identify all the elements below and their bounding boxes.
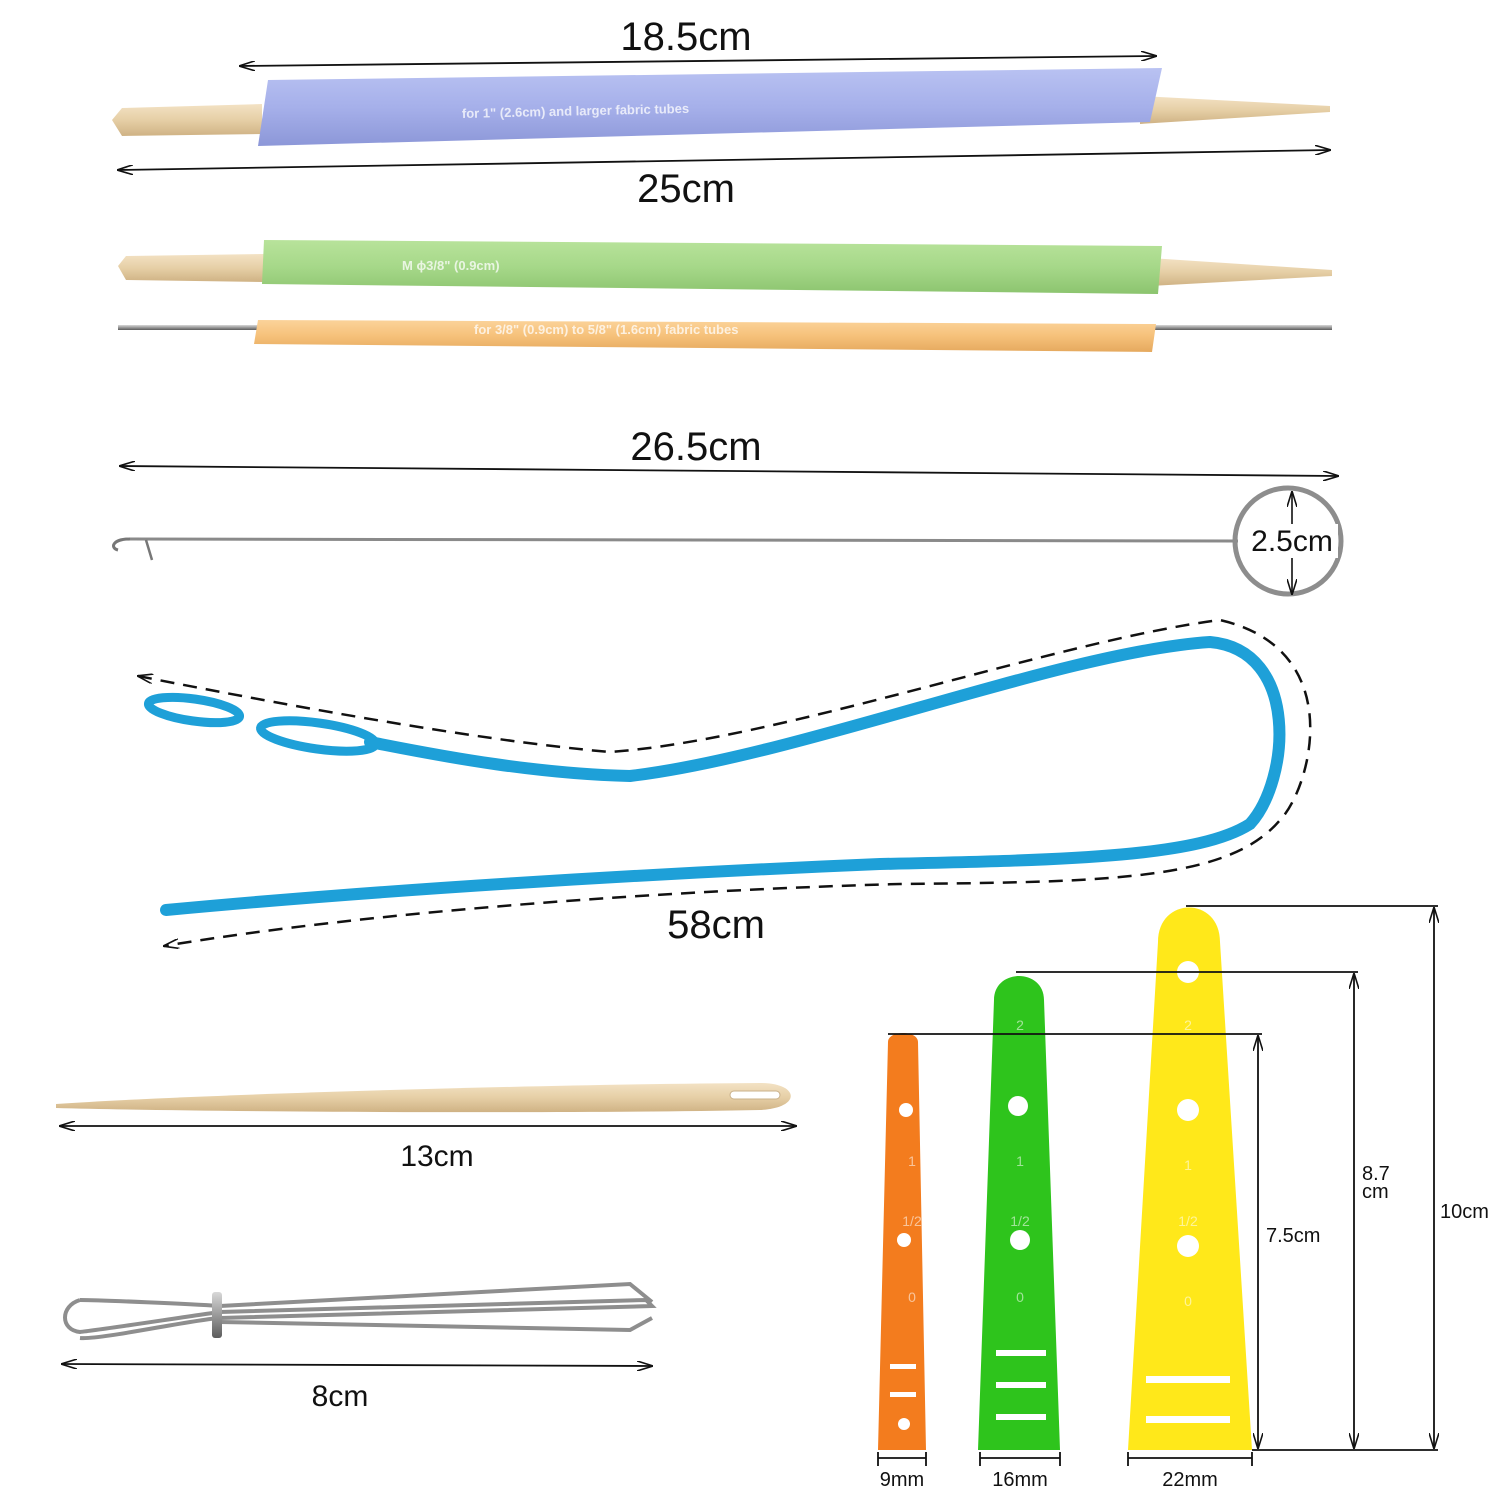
green-threader-body	[978, 976, 1060, 1450]
green-hole	[1008, 1096, 1028, 1116]
green-height-label-line1: 8.7	[1362, 1163, 1390, 1185]
hook-shaft	[129, 537, 1239, 543]
ring-label-bg	[1246, 524, 1338, 558]
blue-tube-length-arrow	[240, 56, 1156, 66]
green-mark: 1/2	[1010, 1213, 1030, 1229]
orange-mark: 0	[908, 1289, 916, 1305]
loop-threader: 58cm	[138, 618, 1312, 947]
tweezer-length-arrow	[62, 1364, 652, 1366]
green-width-label: 16mm	[992, 1469, 1048, 1491]
loop-length-dashed-path	[138, 618, 1312, 946]
hook-length-label: 26.5cm	[630, 425, 761, 469]
yellow-mark: 2	[1184, 1017, 1192, 1033]
bamboo-handle	[118, 254, 264, 282]
threader-height-dimensions	[888, 905, 1438, 1451]
turner-length-label: 25cm	[637, 167, 735, 211]
blue-tube-turner: for 1" (2.6cm) and larger fabric tubes	[112, 68, 1330, 146]
blue-tube	[258, 68, 1162, 146]
green-slot	[996, 1350, 1046, 1356]
threader-width-dimensions	[877, 1452, 1253, 1466]
tweezer-lower-arm	[219, 1316, 653, 1333]
hook-length-arrow	[120, 466, 1338, 476]
yellow-mark: 1	[1184, 1157, 1192, 1173]
tweezer-slide-ring	[212, 1292, 222, 1338]
turner-length-arrow	[118, 150, 1330, 170]
yellow-slot	[1146, 1416, 1230, 1423]
orange-width-label: 9mm	[880, 1469, 924, 1491]
hook-tip	[112, 537, 131, 552]
yellow-mark: 0	[1184, 1293, 1192, 1309]
green-mark: 0	[1016, 1289, 1024, 1305]
green-slot	[996, 1382, 1046, 1388]
loop-wire	[160, 635, 1286, 916]
orange-hole	[899, 1103, 913, 1117]
ring-diameter-label: 2.5cm	[1251, 525, 1333, 558]
bodkin-body	[56, 1083, 791, 1113]
yellow-threader-body	[1128, 907, 1252, 1450]
bamboo-tip	[1150, 258, 1332, 286]
elastic-tweezer: 8cm	[62, 1281, 657, 1413]
orange-tube	[254, 320, 1156, 352]
bodkin-eye	[729, 1090, 781, 1100]
loop-eye-1	[143, 692, 245, 728]
tweezer-length-label: 8cm	[312, 1380, 369, 1413]
green-hole	[1010, 1230, 1030, 1250]
yellow-hole	[1177, 1099, 1199, 1121]
orange-height-label: 7.5cm	[1266, 1225, 1320, 1247]
loop-length-label: 58cm	[667, 903, 765, 947]
yellow-threader: 2 1 1/2 0	[1128, 907, 1252, 1450]
orange-tube-print: for 3/8" (0.9cm) to 5/8" (1.6cm) fabric …	[474, 322, 738, 337]
tweezer-top-arm	[63, 1297, 657, 1341]
green-mark: 1	[1016, 1153, 1024, 1169]
bamboo-tip	[1140, 96, 1330, 124]
green-height-label-line2: cm	[1362, 1181, 1389, 1203]
orange-slot	[890, 1392, 916, 1397]
orange-slot	[890, 1364, 916, 1369]
hook-latch	[144, 539, 154, 561]
orange-hole	[898, 1418, 910, 1430]
bamboo-bodkin: 13cm	[56, 1083, 796, 1173]
orange-tube-turner: for 3/8" (0.9cm) to 5/8" (1.6cm) fabric …	[118, 320, 1332, 352]
yellow-height-label: 10cm	[1440, 1201, 1489, 1223]
latch-hook-tool: 2.5cm	[112, 485, 1344, 597]
bodkin-length-label: 13cm	[400, 1140, 473, 1173]
orange-mark: 1/2	[902, 1213, 922, 1229]
yellow-hole	[1177, 1235, 1199, 1257]
bamboo-handle	[112, 104, 262, 136]
green-mark: 2	[1016, 1017, 1024, 1033]
blue-tube-print: for 1" (2.6cm) and larger fabric tubes	[462, 101, 690, 121]
loop-eye-2	[256, 716, 380, 756]
yellow-width-label: 22mm	[1162, 1469, 1218, 1491]
orange-mark: 1	[908, 1153, 916, 1169]
green-tube-print: M ϕ3/8" (0.9cm)	[402, 258, 500, 273]
yellow-slot	[1146, 1376, 1230, 1383]
green-slot	[996, 1414, 1046, 1420]
yellow-mark: 1/2	[1178, 1213, 1198, 1229]
blue-tube-length-label: 18.5cm	[620, 15, 751, 59]
green-tube-turner: M ϕ3/8" (0.9cm)	[118, 240, 1332, 294]
orange-hole	[897, 1233, 911, 1247]
orange-threader: 1 1/2 0	[878, 1033, 926, 1450]
green-tube	[262, 240, 1162, 294]
green-threader: 2 1 1/2 0	[978, 976, 1060, 1450]
